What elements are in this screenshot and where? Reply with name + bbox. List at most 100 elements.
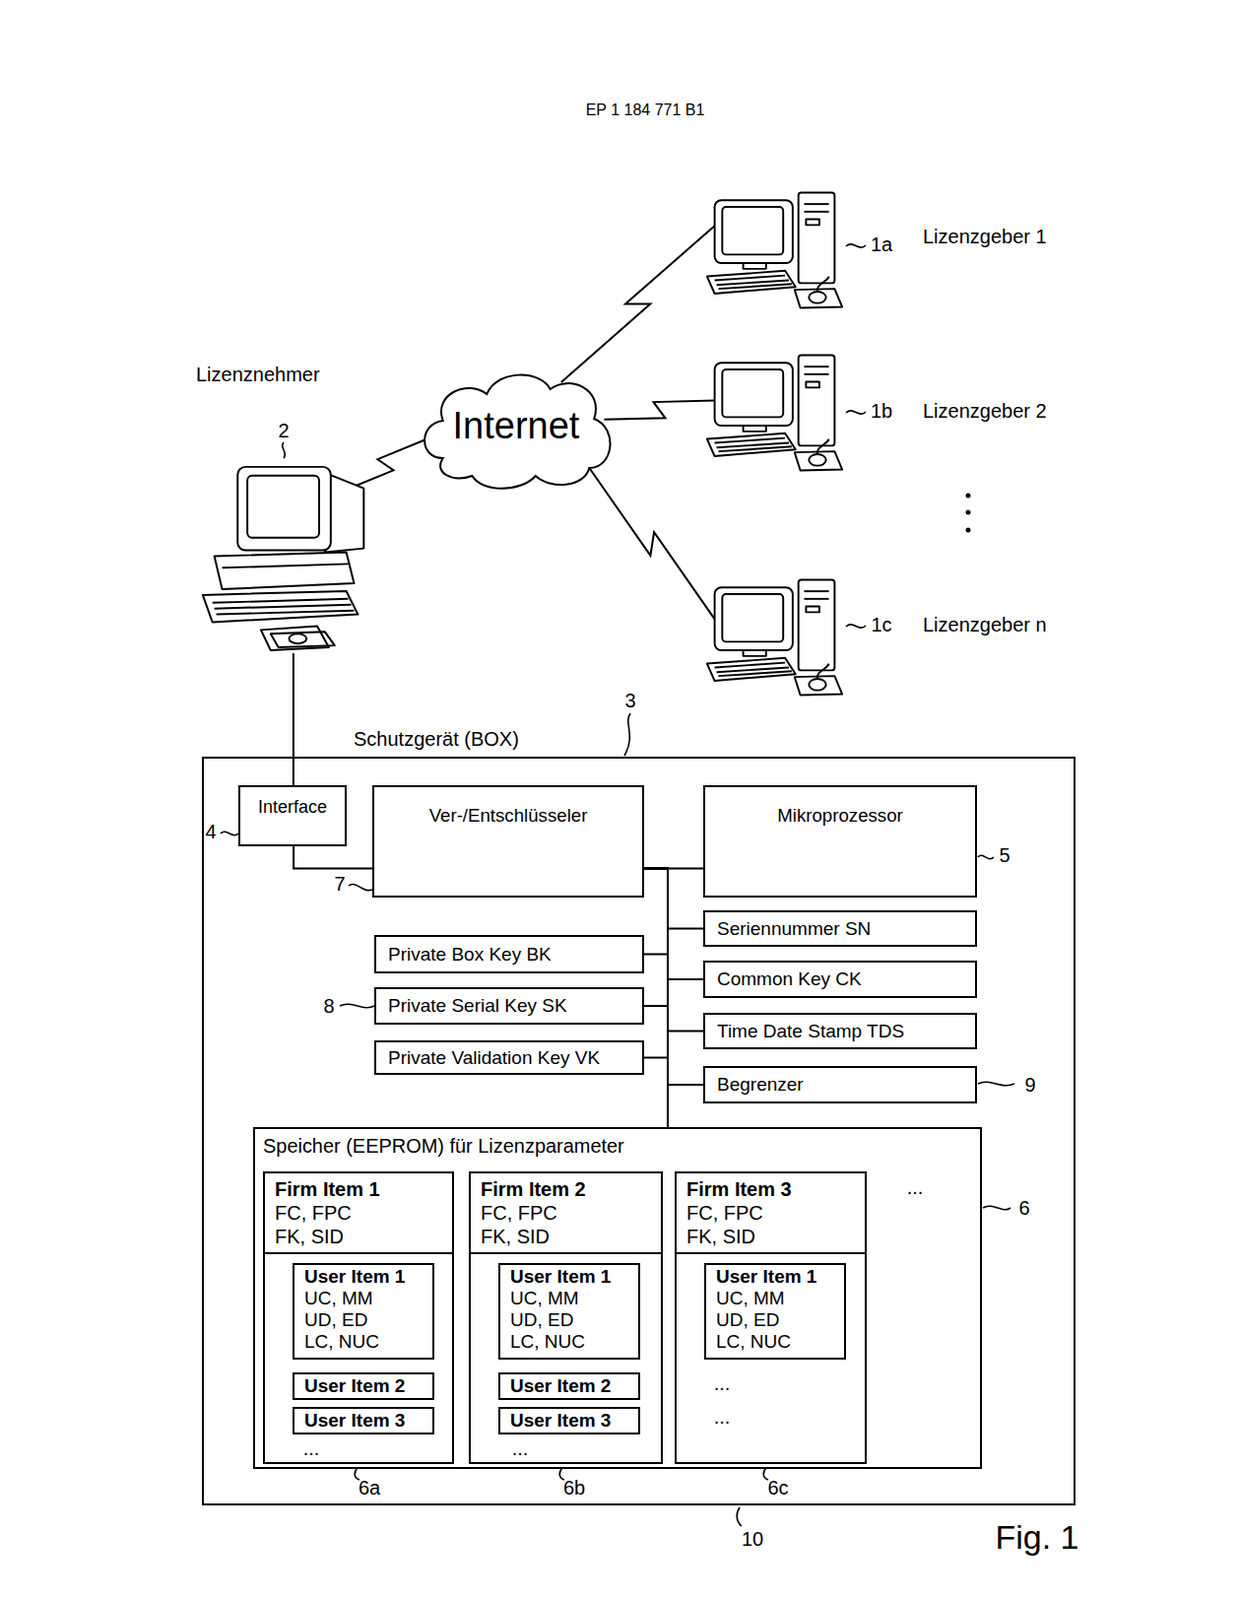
signal-line [644, 867, 668, 954]
box-title: Schutzgerät (BOX) [353, 727, 520, 751]
network-link [603, 400, 715, 420]
signal-line [292, 652, 295, 785]
firm-item: Firm Item 1FC, FPCFK, SIDUser Item 1UC, … [262, 1171, 455, 1464]
user-params: UC, MM [510, 1287, 629, 1309]
computer: Lizenznehmer [198, 458, 378, 653]
user-item: User Item 2 [292, 1371, 435, 1400]
continuation-dots: ... [512, 1436, 529, 1460]
component-box: Ver-/Entschlüsseler [372, 784, 645, 898]
user-title: User Item 1 [304, 1265, 423, 1288]
callout-number: 5 [998, 844, 1010, 867]
callout-number: 1c [870, 613, 892, 637]
component-box: Time Date Stamp TDS [703, 1012, 978, 1049]
user-params: LC, NUC [510, 1330, 629, 1353]
protection-device: Schutzgerät (BOX)InterfaceVer-/Entschlüs… [201, 756, 1076, 1505]
callout-number: 2 [277, 419, 289, 443]
computer-label: Lizenzgeber n [922, 613, 1047, 637]
computer-label: Lizenzgeber 2 [922, 399, 1047, 423]
signal-line [644, 867, 668, 1057]
callout-number: 10 [741, 1527, 764, 1551]
computer-icon [703, 189, 847, 312]
memory-title: Speicher (EEPROM) für Lizenzparameter [262, 1134, 973, 1158]
component-box: Private Serial Key SK [374, 986, 645, 1025]
continuation-dots: ... [714, 1371, 731, 1395]
user-params: LC, NUC [716, 1330, 835, 1353]
firm-params: FC, FPC [480, 1200, 652, 1225]
network-link [589, 468, 716, 620]
callout-number: 6c [767, 1476, 788, 1500]
firm-header: Firm Item 3FC, FPCFK, SID [676, 1173, 865, 1254]
user-item: User Item 3 [498, 1406, 641, 1435]
network-cloud: Internet [413, 359, 619, 493]
signal-line [644, 867, 668, 1006]
firm-title: Firm Item 3 [686, 1176, 855, 1201]
continuation-dots: ... [907, 1175, 924, 1199]
key-label: Private Serial Key SK [388, 994, 568, 1017]
user-title: User Item 3 [510, 1409, 629, 1432]
key-label: Seriennummer SN [717, 917, 871, 940]
user-item: User Item 2 [498, 1371, 641, 1400]
user-title: User Item 1 [716, 1265, 835, 1288]
firm-title: Firm Item 2 [480, 1176, 652, 1201]
firm-header: Firm Item 2FC, FPCFK, SID [470, 1173, 661, 1254]
callout-number: 9 [1024, 1073, 1036, 1097]
user-title: User Item 3 [304, 1409, 423, 1432]
component-box: Begrenzer [703, 1065, 978, 1104]
computer: Lizenzgeber 2 [703, 351, 847, 474]
computer-icon [703, 576, 847, 699]
box-label: Ver-/Entschlüsseler [374, 804, 643, 827]
firm-params: FK, SID [686, 1224, 855, 1248]
user-title: User Item 2 [510, 1374, 629, 1397]
user-item: User Item 1UC, MMUD, EDLC, NUC [498, 1262, 641, 1360]
user-params: LC, NUC [304, 1330, 423, 1353]
firm-header: Firm Item 1FC, FPCFK, SID [264, 1173, 453, 1254]
user-params: UD, ED [304, 1308, 423, 1331]
firm-params: FC, FPC [274, 1200, 443, 1225]
network-link [344, 439, 426, 491]
callout-number: 6 [1018, 1196, 1030, 1220]
firm-params: FK, SID [274, 1224, 443, 1248]
computer-icon [198, 458, 378, 653]
user-params: UD, ED [716, 1308, 835, 1331]
user-item: User Item 1UC, MMUD, EDLC, NUC [704, 1262, 847, 1360]
document-number: EP 1 184 771 B1 [586, 101, 706, 120]
callout-number: 1a [870, 233, 893, 257]
computer: Lizenzgeber n [703, 576, 847, 699]
callout-number: 1b [870, 399, 893, 423]
user-title: User Item 2 [304, 1374, 423, 1397]
callout-number: 3 [624, 689, 636, 713]
component-box: Private Validation Key VK [374, 1040, 645, 1075]
component-box: Interface [238, 784, 347, 847]
figure-caption: Fig. 1 [994, 1517, 1079, 1557]
user-params: UD, ED [510, 1308, 629, 1331]
continuation-dots: ... [714, 1405, 731, 1429]
component-box: Common Key CK [703, 960, 978, 998]
key-label: Common Key CK [717, 968, 862, 990]
signal-line [644, 867, 668, 1127]
firm-params: FC, FPC [686, 1200, 855, 1225]
callout-number: 6b [563, 1476, 586, 1500]
callout-number: 6a [358, 1476, 381, 1500]
user-title: User Item 1 [510, 1265, 629, 1288]
component-box: Private Box Key BK [374, 934, 645, 974]
user-item: User Item 3 [292, 1406, 435, 1435]
computer-label: Lizenzgeber 1 [922, 225, 1047, 249]
key-label: Private Validation Key VK [388, 1046, 600, 1069]
component-box: Seriennummer SN [703, 910, 978, 947]
cloud-label: Internet [453, 404, 581, 448]
box-label: Interface [240, 796, 345, 818]
signal-line [644, 867, 704, 1085]
firm-item: Firm Item 3FC, FPCFK, SIDUser Item 1UC, … [674, 1171, 867, 1464]
callout-number: 4 [204, 820, 216, 844]
computer-icon [703, 351, 847, 474]
component-box: Mikroprozessor [703, 784, 978, 898]
key-label: Begrenzer [717, 1073, 804, 1096]
callout-number: 8 [323, 994, 334, 1018]
callout-number: 7 [333, 872, 345, 896]
signal-line [293, 846, 373, 868]
memory-block: Speicher (EEPROM) für LizenzparameterFir… [253, 1126, 982, 1469]
computer-label: Lizenznehmer [195, 363, 321, 387]
firm-title: Firm Item 1 [274, 1176, 443, 1201]
